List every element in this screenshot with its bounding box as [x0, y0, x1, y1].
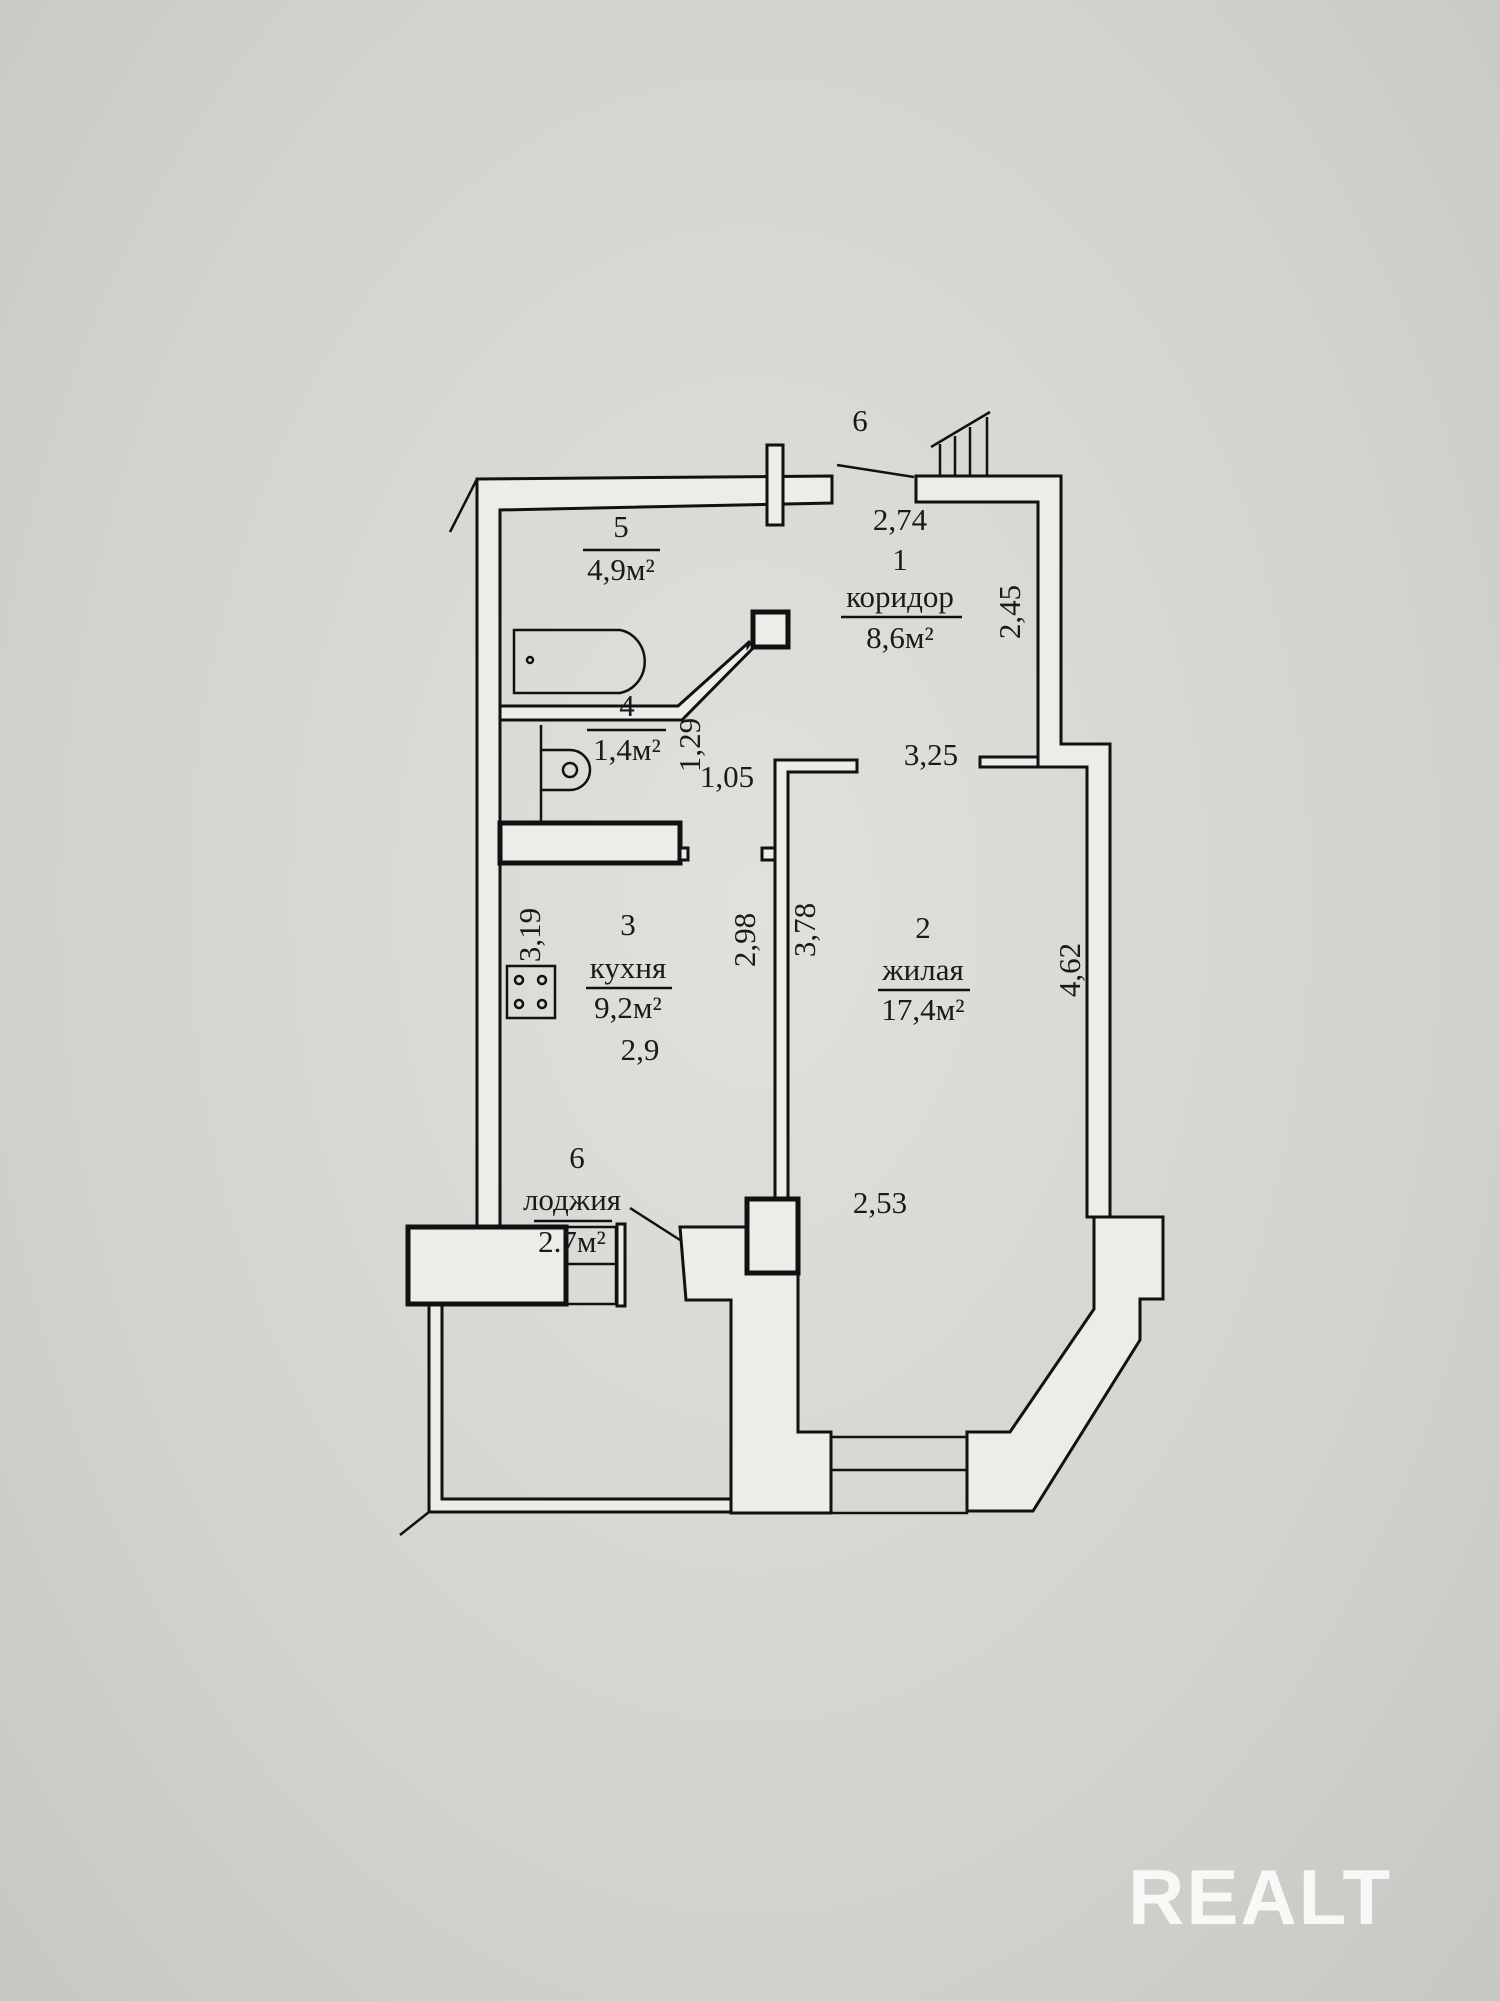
vent-stub	[765, 443, 785, 527]
room-1-name: коридор	[846, 579, 954, 614]
room-6-area: 2.7м²	[538, 1224, 606, 1259]
room-2-name: жилая	[881, 952, 964, 987]
dim-3-19: 3,19	[512, 908, 547, 962]
bath-partition	[498, 639, 758, 722]
dim-2-53: 2,53	[853, 1185, 907, 1220]
room-3-area: 9,2м²	[594, 990, 662, 1025]
dim-2-74: 2,74	[873, 502, 928, 537]
wall-right	[914, 474, 1112, 1219]
room-1-area: 8,6м²	[866, 620, 934, 655]
dim-1-05: 1,05	[700, 759, 754, 794]
room-1-number: 1	[892, 542, 908, 577]
vent-shaft	[750, 609, 791, 650]
room-6-number: 6	[569, 1140, 585, 1175]
dim-1-29: 1,29	[672, 718, 707, 772]
wall-break-mark-2	[399, 1511, 430, 1536]
toilet-icon	[542, 748, 592, 792]
realt-watermark: REALT	[1128, 1853, 1393, 1941]
room-4-area: 1,4м²	[593, 732, 661, 767]
balcony-door	[629, 1206, 681, 1242]
dim-2-98: 2,98	[727, 913, 762, 967]
room-2-area: 17,4м²	[881, 992, 964, 1027]
wall-notch-2	[678, 846, 690, 862]
bathtub-drain	[525, 655, 535, 665]
entrance-label: 6	[852, 403, 868, 438]
bathtub-icon	[512, 628, 646, 695]
bay-wall	[965, 1215, 1165, 1513]
dim-4-62: 4,62	[1052, 943, 1087, 997]
wall-notch	[760, 846, 777, 862]
room-3-number: 3	[620, 907, 636, 942]
balcony-wall-block	[405, 1224, 569, 1307]
room-2-number: 2	[915, 910, 931, 945]
room-3-name: кухня	[590, 950, 666, 985]
dim-3-25: 3,25	[904, 737, 958, 772]
room-5-number: 5	[613, 509, 629, 544]
pillar	[744, 1196, 801, 1276]
toilet-wall-block	[497, 820, 683, 866]
room-4-number: 4	[619, 688, 635, 723]
room-6-name: лоджия	[523, 1182, 621, 1217]
wall-break-mark	[448, 478, 479, 533]
dim-2-9: 2,9	[621, 1032, 660, 1067]
partition-wall	[773, 758, 859, 1201]
balcony-door-frame	[615, 1222, 627, 1308]
room-5-area: 4,9м²	[587, 552, 655, 587]
dim-2-45: 2,45	[992, 585, 1027, 639]
living-window	[831, 1435, 969, 1515]
wall-stub	[978, 755, 1040, 769]
dim-3-78: 3,78	[787, 903, 822, 957]
entrance-door	[836, 463, 915, 479]
toilet-bowl	[561, 761, 579, 779]
stairs-icon	[930, 410, 991, 476]
stove-icon	[505, 964, 557, 1020]
